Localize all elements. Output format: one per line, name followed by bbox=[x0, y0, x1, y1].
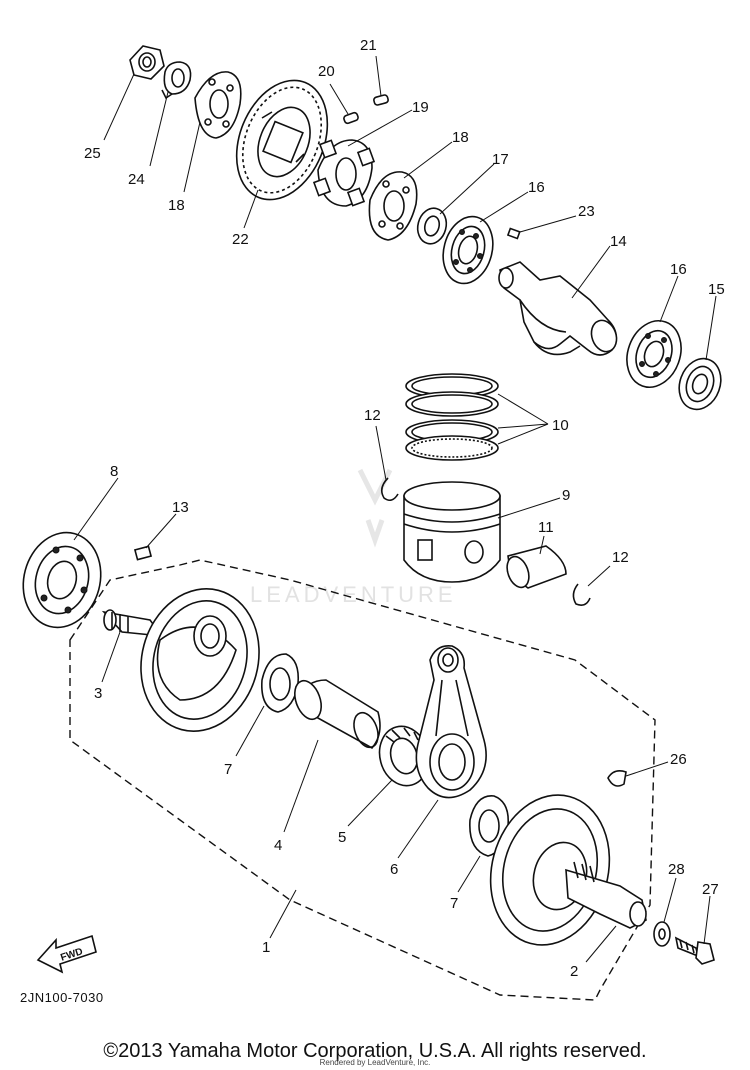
part-16-bearing-upper bbox=[442, 215, 494, 285]
callout-4: 4 bbox=[274, 837, 282, 854]
part-18-plate-right bbox=[368, 171, 418, 241]
callout-9: 9 bbox=[562, 487, 570, 504]
callout-27: 27 bbox=[702, 881, 719, 898]
part-22-drive-gear bbox=[235, 79, 329, 201]
callout-18-right: 18 bbox=[452, 129, 469, 146]
part-2-crank-right bbox=[489, 794, 647, 946]
callout-18-left: 18 bbox=[168, 197, 185, 214]
callout-14: 14 bbox=[610, 233, 627, 250]
part-23-key bbox=[506, 227, 521, 240]
part-17-washer bbox=[416, 207, 448, 245]
part-7-shim-left bbox=[261, 653, 300, 713]
part-8-bearing bbox=[22, 531, 102, 629]
callout-6: 6 bbox=[390, 861, 398, 878]
callout-17: 17 bbox=[492, 151, 509, 168]
callout-1: 1 bbox=[262, 939, 270, 956]
watermark-text: LEADVENTURE bbox=[250, 582, 457, 607]
copyright-notice: ©2013 Yamaha Motor Corporation, U.S.A. A… bbox=[103, 1040, 647, 1062]
part-3-crank-left bbox=[101, 588, 260, 732]
part-14-balancer-shaft bbox=[498, 261, 618, 356]
part-11-piston-pin bbox=[506, 545, 567, 589]
callout-21: 21 bbox=[360, 37, 377, 54]
callout-16-upper: 16 bbox=[528, 179, 545, 196]
part-24-lock-washer bbox=[161, 61, 192, 100]
callout-8: 8 bbox=[110, 463, 118, 480]
part-9-piston bbox=[403, 481, 501, 583]
callout-7-left: 7 bbox=[224, 761, 232, 778]
part-13-key bbox=[133, 545, 153, 561]
callout-16-lower: 16 bbox=[670, 261, 687, 278]
callout-3: 3 bbox=[94, 685, 102, 702]
callout-26: 26 bbox=[670, 751, 687, 768]
part-28-washer bbox=[653, 921, 671, 947]
part-20-pin bbox=[343, 111, 359, 125]
watermark: LEADVENTURE bbox=[250, 468, 457, 607]
callout-23: 23 bbox=[578, 203, 595, 220]
callout-19: 19 bbox=[412, 99, 429, 116]
callout-28: 28 bbox=[668, 861, 685, 878]
callout-20: 20 bbox=[318, 63, 335, 80]
callout-10: 10 bbox=[552, 417, 569, 434]
callout-15: 15 bbox=[708, 281, 725, 298]
part-21-dowel bbox=[373, 94, 389, 106]
part-12-circlip-upper bbox=[380, 477, 399, 502]
callout-22: 22 bbox=[232, 231, 249, 248]
part-5-needle-bearing bbox=[378, 725, 430, 787]
part-25-nut bbox=[129, 45, 165, 80]
rendered-by-notice: Rendered by LeadVenture, Inc. bbox=[319, 1058, 431, 1067]
leader-lines bbox=[73, 55, 717, 963]
callout-5: 5 bbox=[338, 829, 346, 846]
part-18-plate-left bbox=[194, 71, 242, 139]
callout-2: 2 bbox=[570, 963, 578, 980]
part-code: 2JN100-7030 bbox=[20, 990, 104, 1005]
callout-13: 13 bbox=[172, 499, 189, 516]
part-26-woodruff-key bbox=[607, 770, 627, 787]
callout-25: 25 bbox=[84, 145, 101, 162]
callout-11: 11 bbox=[538, 519, 554, 536]
part-27-bolt bbox=[674, 936, 715, 965]
part-10-piston-rings bbox=[405, 373, 499, 461]
part-6-connecting-rod bbox=[415, 644, 487, 799]
crankshaft-assembly-outline bbox=[69, 559, 656, 1001]
callout-12-lower: 12 bbox=[612, 549, 629, 566]
part-19-hub bbox=[312, 139, 376, 207]
part-4-crank-pin bbox=[294, 679, 381, 750]
callout-7-right: 7 bbox=[450, 895, 458, 912]
part-15-bearing bbox=[678, 357, 722, 411]
fwd-arrow: FWD bbox=[36, 934, 97, 974]
callouts: 25 24 18 22 20 21 19 18 17 16 23 14 16 1… bbox=[84, 37, 725, 980]
part-16-bearing-lower bbox=[626, 320, 682, 388]
part-12-circlip-lower bbox=[572, 583, 591, 606]
callout-12-upper: 12 bbox=[364, 407, 381, 424]
callout-24: 24 bbox=[128, 171, 145, 188]
